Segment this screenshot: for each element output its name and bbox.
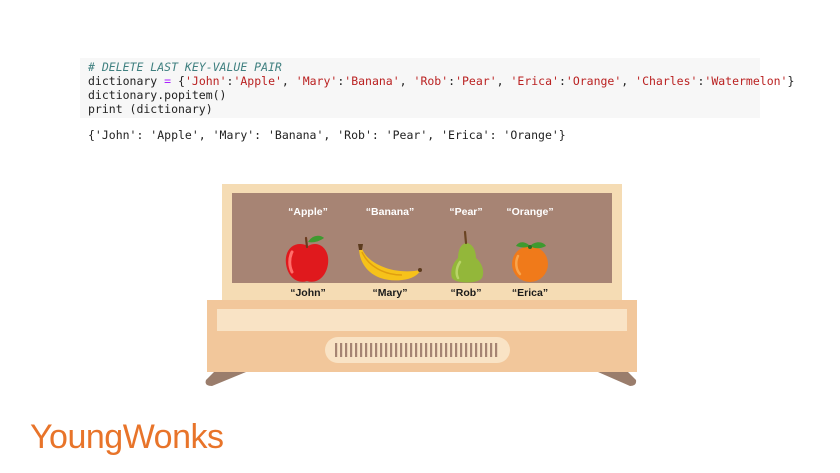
fruit-key-label: “John”	[290, 287, 326, 299]
vent-panel	[325, 337, 510, 363]
fruit-value-label: “Orange”	[506, 206, 554, 218]
code-key: 'Mary'	[295, 74, 338, 88]
vent-slats	[335, 343, 498, 357]
code-value: 'Pear'	[455, 74, 497, 88]
code-brace-open: {	[171, 74, 185, 88]
orange-icon	[512, 242, 548, 282]
banana-icon	[358, 244, 422, 281]
code-output: {'John': 'Apple', 'Mary': 'Banana', 'Rob…	[88, 128, 566, 142]
code-line-popitem: dictionary.popitem()	[88, 88, 227, 102]
fruit-value-label: “Banana”	[365, 206, 415, 218]
code-key: 'Rob'	[413, 74, 449, 88]
code-key: 'Charles'	[635, 74, 698, 88]
code-operator: =	[164, 74, 172, 88]
fruit-value-label: “Apple”	[288, 206, 328, 218]
code-value: 'Orange'	[565, 74, 622, 88]
code-line-dictionary: dictionary = {'John':'Apple', 'Mary':'Ba…	[88, 74, 795, 88]
cabinet-leg-right	[598, 372, 637, 386]
cabinet-shelf	[217, 309, 627, 331]
fruit-key-label: “Mary”	[372, 287, 408, 299]
code-value: 'Watermelon'	[704, 74, 788, 88]
apple-icon	[285, 235, 329, 282]
code-var: dictionary	[88, 74, 165, 88]
code-brace-close: }	[787, 74, 795, 88]
fruit-value-label: “Pear”	[449, 206, 483, 218]
code-cell: # DELETE LAST KEY-VALUE PAIR dictionary …	[80, 58, 794, 118]
pear-icon	[451, 230, 484, 283]
code-key: 'Erica'	[510, 74, 559, 88]
code-comment: # DELETE LAST KEY-VALUE PAIR	[88, 60, 282, 74]
cabinet-leg-left	[205, 372, 246, 386]
code-sep: ,	[496, 74, 511, 88]
fruit-key-label: “Erica”	[511, 287, 549, 299]
code-sep: ,	[621, 74, 636, 88]
code-value: 'Apple'	[233, 74, 282, 88]
code-key: 'John'	[184, 74, 227, 88]
code-sep: ,	[399, 74, 414, 88]
code-line-print: print (dictionary)	[88, 102, 213, 116]
code-sep: ,	[281, 74, 296, 88]
fruit-key-label: “Rob”	[450, 287, 482, 299]
brand-logo: YoungWonks	[30, 418, 224, 456]
code-value: 'Banana'	[344, 74, 400, 88]
